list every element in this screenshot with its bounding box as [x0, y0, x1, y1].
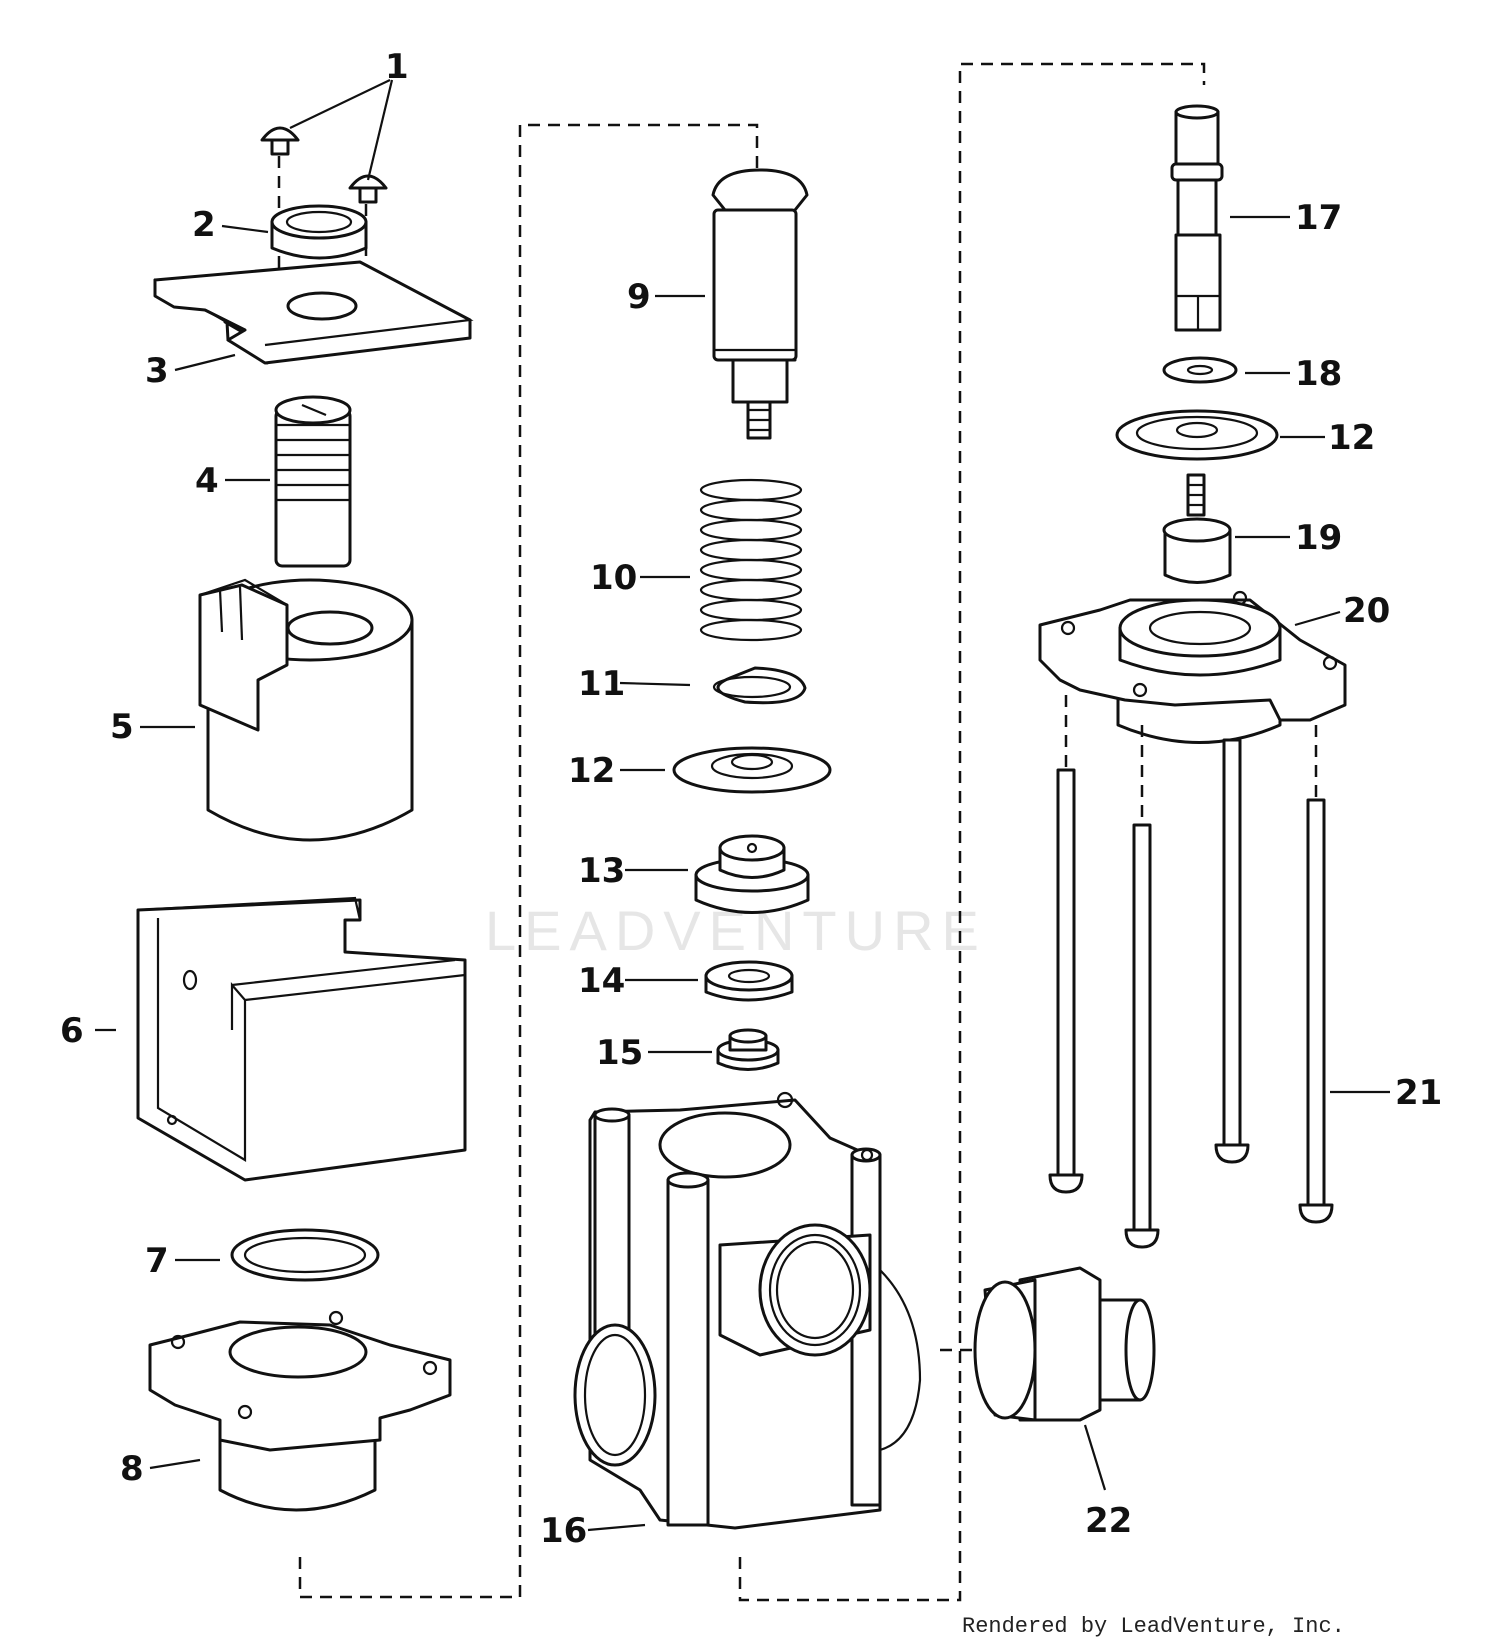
callout-11: 11 — [578, 664, 625, 704]
part-flange — [148, 1310, 452, 1512]
part-long-screw — [1048, 695, 1084, 1194]
callout-9: 9 — [627, 277, 651, 317]
callout-12: 12 — [568, 751, 615, 791]
callout-8: 8 — [120, 1449, 144, 1489]
callout-4: 4 — [195, 461, 219, 501]
callout-20: 20 — [1343, 591, 1390, 631]
callout-6: 6 — [60, 1011, 84, 1051]
part-stem — [1170, 104, 1224, 332]
part-labels: 1 2 3 4 5 6 7 8 9 10 11 12 13 14 15 16 1… — [60, 47, 1442, 1551]
part-long-screw — [1214, 738, 1250, 1164]
part-nozzle — [1162, 473, 1232, 584]
callout-7: 7 — [145, 1241, 169, 1281]
part-screw — [260, 126, 300, 272]
render-credit: Rendered by LeadVenture, Inc. — [962, 1614, 1345, 1639]
part-nut — [270, 204, 368, 260]
part-diaphragm — [672, 746, 832, 794]
part-mounting-plate — [153, 260, 474, 365]
part-seat — [716, 1028, 780, 1071]
part-plunger — [274, 395, 352, 568]
part-washer — [1162, 356, 1238, 384]
callout-3: 3 — [145, 351, 169, 391]
part-coil-frame — [136, 896, 467, 1182]
part-gasket — [230, 1228, 380, 1282]
part-solenoid-coil — [198, 578, 414, 842]
part-long-screw — [1124, 725, 1160, 1249]
leader-lines — [95, 79, 1390, 1532]
callout-19: 19 — [1295, 518, 1342, 558]
part-washer — [704, 960, 794, 1002]
callout-22: 22 — [1085, 1501, 1132, 1541]
callout-21: 21 — [1395, 1073, 1442, 1113]
callout-2: 2 — [192, 205, 216, 245]
callout-14: 14 — [578, 961, 625, 1001]
part-armature — [711, 168, 809, 440]
callout-16: 16 — [540, 1511, 587, 1551]
callout-18: 18 — [1295, 354, 1342, 394]
callout-15: 15 — [596, 1033, 643, 1073]
part-diaphragm — [1115, 409, 1279, 461]
callout-13: 13 — [578, 851, 625, 891]
callout-12-right: 12 — [1328, 418, 1375, 458]
callout-1: 1 — [385, 47, 409, 87]
callout-10: 10 — [590, 558, 637, 598]
callout-17: 17 — [1295, 198, 1342, 238]
part-pipe-fitting — [973, 1266, 1156, 1422]
group-bracket-right — [738, 62, 1206, 1602]
part-valve-body — [573, 1091, 922, 1530]
part-long-screw — [1298, 725, 1334, 1224]
part-disc-holder — [694, 834, 810, 914]
part-flange — [1038, 590, 1347, 744]
part-retaining-ring — [712, 666, 807, 705]
callout-5: 5 — [110, 707, 134, 747]
part-spring — [699, 478, 803, 642]
